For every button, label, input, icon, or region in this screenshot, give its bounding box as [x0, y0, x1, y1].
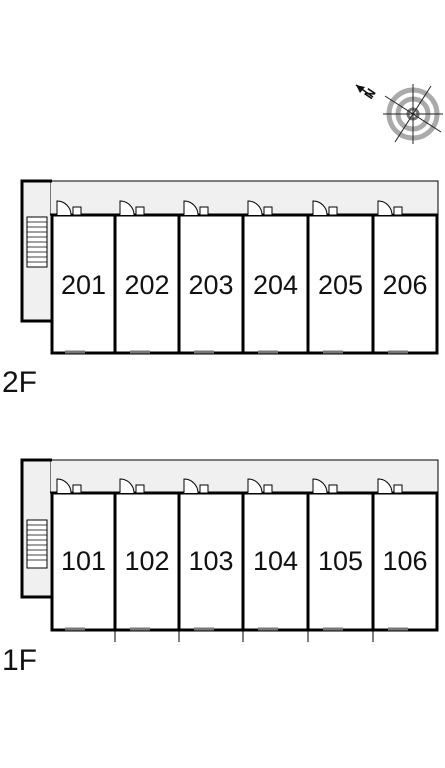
meter-box	[72, 484, 82, 494]
compass-rose-icon	[355, 84, 443, 144]
room-label: 106	[382, 546, 427, 576]
meter-box	[263, 206, 273, 216]
walkway	[49, 459, 439, 494]
meter-box	[199, 484, 209, 494]
room-label: 103	[188, 546, 233, 576]
room-204: 204	[241, 200, 310, 355]
floor-label-1f: 1F	[2, 644, 37, 677]
door-icon	[183, 200, 199, 216]
room-label: 104	[253, 546, 298, 576]
room-label: 203	[188, 270, 233, 300]
room-label: 101	[61, 546, 106, 576]
room-label: 204	[253, 270, 298, 300]
stair-wall	[20, 179, 52, 323]
room-103: 103	[177, 478, 245, 632]
room-101: 101	[50, 478, 117, 632]
room-label: 202	[124, 270, 169, 300]
floor-2f: 201 202 203 204	[2, 179, 439, 399]
meter-box	[393, 206, 403, 216]
door-icon	[247, 478, 263, 494]
room-206: 206	[371, 200, 439, 355]
door-icon	[312, 478, 328, 494]
door-icon	[119, 478, 135, 494]
stairs	[26, 519, 48, 569]
room-label: 102	[124, 546, 169, 576]
room-label: 201	[61, 270, 106, 300]
room-label: 105	[318, 546, 363, 576]
door-icon	[56, 478, 72, 494]
meter-box	[328, 484, 338, 494]
compass-north-label: N	[361, 86, 379, 102]
door-icon	[377, 478, 393, 494]
meter-box	[135, 484, 145, 494]
meter-box	[328, 206, 338, 216]
floor-label-2f: 2F	[2, 366, 37, 399]
room-label: 205	[318, 270, 363, 300]
stair-wall	[20, 458, 52, 599]
room-105: 105	[306, 478, 375, 632]
walkway	[49, 180, 439, 216]
door-icon	[183, 478, 199, 494]
room-201: 201	[50, 200, 117, 355]
floor-1f: 101 102 103 104	[2, 458, 439, 677]
door-icon	[56, 200, 72, 216]
partition-extensions	[114, 630, 374, 642]
room-106: 106	[371, 478, 439, 632]
stairs	[26, 216, 48, 268]
room-203: 203	[177, 200, 245, 355]
door-icon	[312, 200, 328, 216]
door-icon	[119, 200, 135, 216]
door-icon	[377, 200, 393, 216]
door-icon	[247, 200, 263, 216]
room-102: 102	[113, 478, 181, 632]
meter-box	[72, 206, 82, 216]
room-label: 206	[382, 270, 427, 300]
room-202: 202	[113, 200, 181, 355]
meter-box	[199, 206, 209, 216]
meter-box	[263, 484, 273, 494]
room-104: 104	[241, 478, 310, 632]
room-205: 205	[306, 200, 375, 355]
meter-box	[135, 206, 145, 216]
meter-box	[393, 484, 403, 494]
